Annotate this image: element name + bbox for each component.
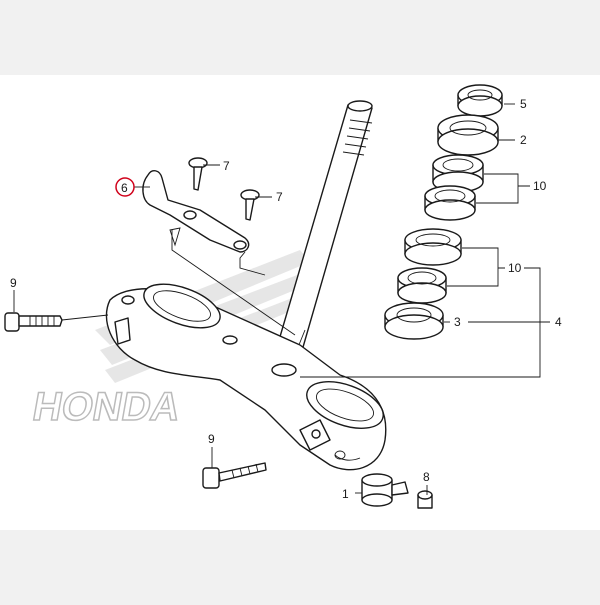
bolt-part-8: [417, 490, 433, 509]
callout-7-upper: 7: [223, 159, 230, 173]
callout-4: 4: [555, 315, 562, 329]
callout-9-lower: 9: [208, 432, 215, 446]
callout-8: 8: [423, 470, 430, 484]
callout-10-upper: 10: [533, 179, 547, 193]
callout-2: 2: [520, 133, 527, 147]
highlight-circle-part-6: [115, 177, 135, 197]
bolt-part-9-upper: [4, 312, 63, 332]
dust-seal-part-3: [384, 302, 444, 340]
callout-9-upper: 9: [10, 276, 17, 290]
callout-3: 3: [454, 315, 461, 329]
callout-7-lower: 7: [276, 190, 283, 204]
steering-stem-lower-bridge: [105, 283, 387, 471]
callout-6: 6: [121, 181, 128, 195]
callout-10-lower: 10: [508, 261, 522, 275]
leader-lines: [13, 103, 550, 495]
bracket-part-6: [142, 170, 250, 253]
callout-1: 1: [342, 487, 349, 501]
callout-labels: 5 2 10 10 3 4 7 7 9 9 1 8 6: [10, 97, 562, 501]
bearing-set-part-10-lower: [397, 228, 462, 304]
bolt-part-9-lower: [202, 462, 267, 489]
callout-5: 5: [520, 97, 527, 111]
bearing-set-part-10-upper: [424, 154, 484, 221]
honda-watermark: HONDA: [29, 384, 183, 429]
bolt-part-7-lower: [240, 189, 260, 221]
locknut-part-5: [457, 84, 503, 117]
bolt-part-7-upper: [188, 157, 208, 191]
collar-part-1: [361, 473, 409, 507]
adjusting-nut-part-2: [437, 114, 499, 156]
